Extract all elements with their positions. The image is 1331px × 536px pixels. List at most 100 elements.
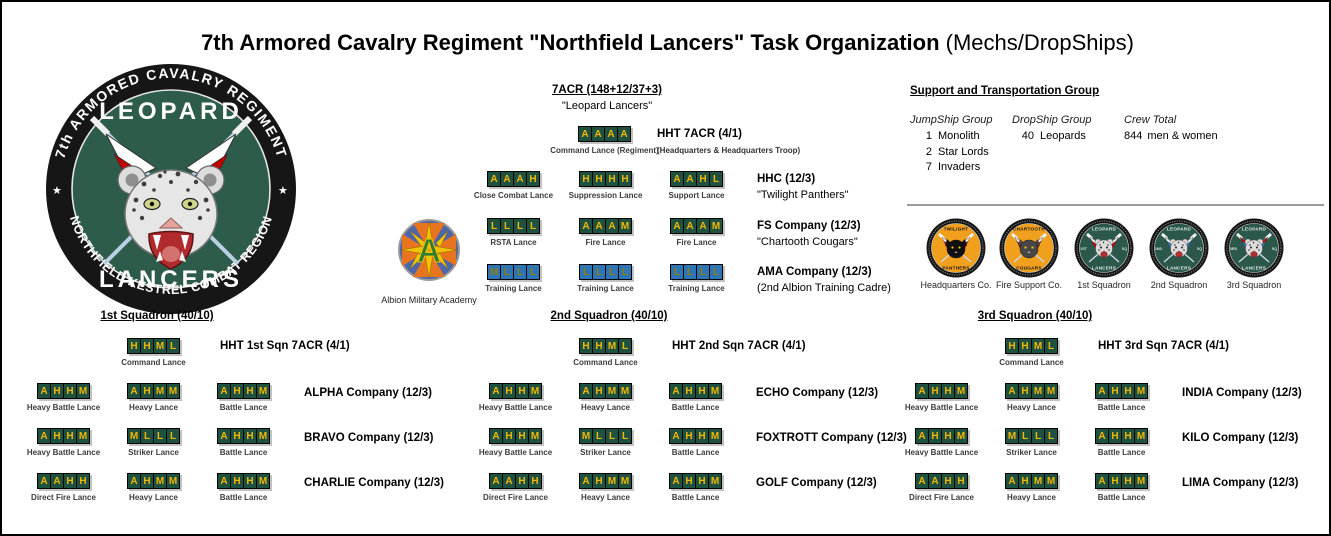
mech-cell: M — [76, 428, 90, 444]
regiment-hht-subtitle: (Headquarters & Headquarters Troop) — [657, 146, 801, 155]
mech-cell: M — [1134, 428, 1148, 444]
mech-cell: H — [695, 383, 709, 399]
lance-label: Training Lance — [485, 284, 542, 293]
company-name-foxtrott-company-12-3: FOXTROTT Company (12/3) — [756, 432, 907, 444]
company-title-hhc-12-3: HHC (12/3) — [757, 173, 816, 185]
svg-text:3RD: 3RD — [1230, 247, 1238, 251]
mech-cell: L — [526, 264, 540, 280]
mech-cell: L — [618, 338, 632, 354]
regiment-hht-title: HHT 7ACR (4/1) — [657, 128, 742, 140]
mech-cell: H — [592, 338, 606, 354]
mech-cell: A — [670, 218, 684, 234]
mech-cell: H — [682, 428, 696, 444]
badge-label-3rd-squadron: 3rd Squadron — [1226, 280, 1282, 290]
mech-cell: L — [166, 428, 180, 444]
badge-bottom-text: COUGARS — [1016, 266, 1042, 271]
company-subtitle-ama-company-12-3: (2nd Albion Training Cadre) — [757, 282, 891, 294]
mech-cell: A — [1095, 473, 1109, 489]
svg-text:SQ: SQ — [1272, 247, 1278, 251]
mech-cell: M — [954, 383, 968, 399]
lance-label: Suppression Lance — [568, 191, 643, 200]
mech-cell: L — [579, 264, 593, 280]
mech-cell: A — [915, 428, 929, 444]
mech-cell: H — [592, 171, 606, 187]
lance-label: Close Combat Lance — [473, 191, 554, 200]
support-name: Leopards — [1040, 130, 1086, 142]
company-name-charlie-company-12-3: CHARLIE Company (12/3) — [304, 477, 444, 489]
lance-label: Direct Fire Lance — [909, 493, 974, 502]
mech-cell: H — [515, 383, 529, 399]
mech-cell: H — [63, 383, 77, 399]
lance-label: Battle Lance — [671, 403, 720, 412]
mech-cell: A — [669, 383, 683, 399]
mech-cell: M — [1031, 383, 1045, 399]
mech-cell: A — [1095, 428, 1109, 444]
mech-cell: H — [1121, 428, 1135, 444]
lance-label: RSTA Lance — [490, 238, 537, 247]
mech-cell: A — [1005, 383, 1019, 399]
mech-cell: M — [1134, 383, 1148, 399]
mech-cell: A — [1005, 473, 1019, 489]
mech-cell: M — [1134, 473, 1148, 489]
mech-cell: H — [1121, 473, 1135, 489]
mech-cell: H — [140, 473, 154, 489]
lance-label: Striker Lance — [1006, 448, 1057, 457]
mech-cell: A — [489, 383, 503, 399]
mech-cell: H — [526, 171, 540, 187]
mech-cell: H — [230, 473, 244, 489]
section-divider — [907, 204, 1324, 206]
jumpship-group-header: JumpShip Group — [910, 114, 993, 126]
lance-label: Training Lance — [668, 284, 725, 293]
mech-cell: L — [1018, 428, 1032, 444]
mech-cell: A — [605, 218, 619, 234]
mech-cell: H — [682, 473, 696, 489]
mech-cell: H — [140, 338, 154, 354]
badge-bottom-text: LANCERS — [1092, 266, 1116, 271]
mech-cell: M — [1044, 383, 1058, 399]
mech-cell: A — [683, 171, 697, 187]
crest-star-right: ★ — [278, 185, 288, 197]
lance-label: Battle Lance — [219, 448, 268, 457]
mech-cell: H — [502, 428, 516, 444]
mech-cell: A — [127, 473, 141, 489]
mech-cell: L — [500, 218, 514, 234]
company-name-echo-company-12-3: ECHO Company (12/3) — [756, 387, 879, 399]
mech-cell: L — [513, 264, 527, 280]
company-title-ama-company-12-3: AMA Company (12/3) — [757, 266, 872, 278]
mech-cell: M — [579, 428, 593, 444]
mech-cell: A — [50, 473, 64, 489]
mech-cell: H — [592, 383, 606, 399]
page-title-main: 7th Armored Cavalry Regiment "Northfield… — [201, 30, 940, 55]
mech-cell: H — [579, 338, 593, 354]
lance-label: Command Lance — [999, 358, 1064, 367]
mech-cell: A — [502, 473, 516, 489]
mech-cell: H — [76, 473, 90, 489]
mech-cell: A — [513, 171, 527, 187]
hht-title-hht-3rd-sqn-7acr-4-1: HHT 3rd Sqn 7ACR (4/1) — [1098, 340, 1229, 352]
mech-cell: H — [682, 383, 696, 399]
mech-cell: M — [127, 428, 141, 444]
